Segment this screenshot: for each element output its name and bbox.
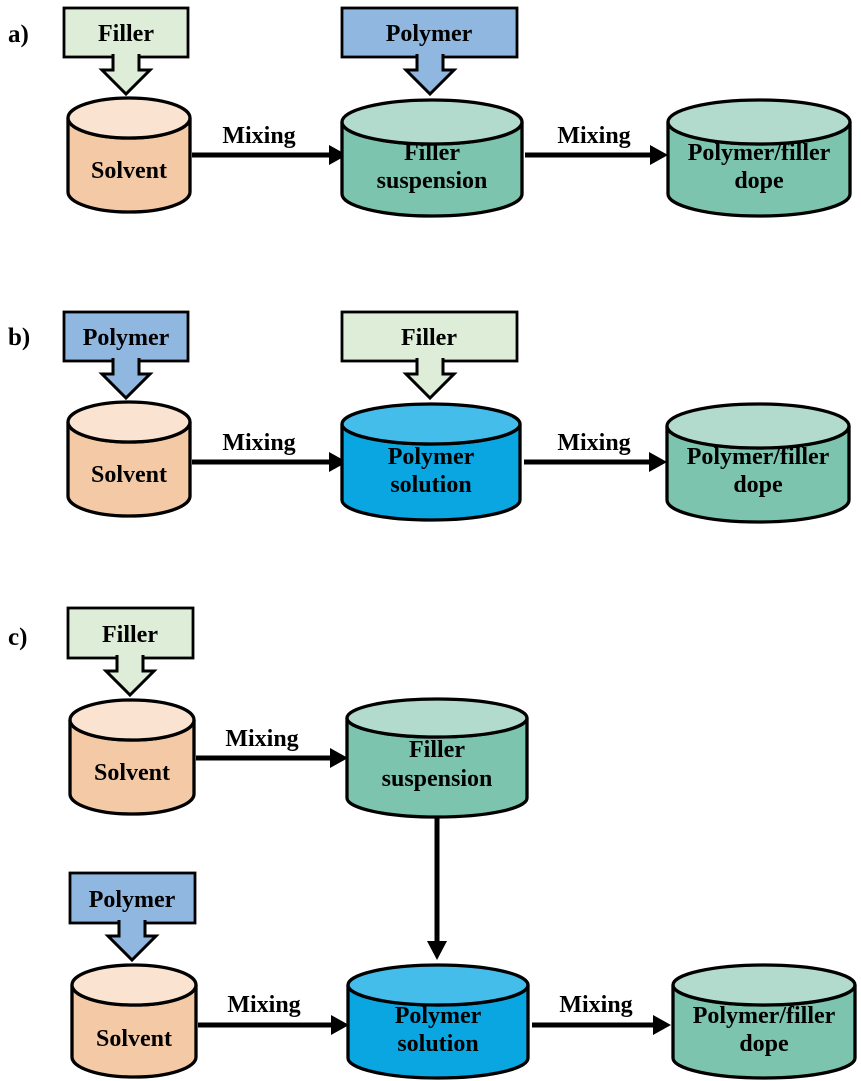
mixing-arrow-head-icon <box>650 145 668 165</box>
polymer-input-box <box>68 871 197 925</box>
polymer-solution-label-line2: solution <box>397 1031 478 1057</box>
dope-label-line2: dope <box>739 1031 789 1057</box>
solvent-label: Solvent <box>96 1026 172 1052</box>
solvent-cylinder-top <box>70 963 198 1007</box>
mixing-label: Mixing <box>222 430 295 456</box>
filler-suspension-label-line2: suspension <box>377 168 488 194</box>
filler-suspension-label-line2: suspension <box>382 766 493 792</box>
panel-b-label: b) <box>8 324 30 351</box>
polymer-solution-label-line1: Polymer <box>388 444 475 470</box>
polymer-box-label: Polymer <box>386 21 473 47</box>
mixing-label: Mixing <box>227 992 300 1018</box>
mixing-arrow-head-icon <box>329 452 347 472</box>
filler-feed-arrow-icon <box>98 54 154 97</box>
dope-label-line1: Polymer/filler <box>687 444 830 470</box>
solvent-label: Solvent <box>91 462 167 488</box>
filler-feed-arrow-icon <box>402 358 458 401</box>
polymer-input-box <box>62 310 190 363</box>
polymer-feed-arrow-icon <box>98 358 154 401</box>
filler-feed-arrow-icon <box>102 655 158 698</box>
mixing-arrow-head-icon <box>330 748 348 768</box>
transfer-arrow-head-icon <box>427 941 447 960</box>
dope-label-line2: dope <box>733 472 783 498</box>
polymer-solution-cylinder-top <box>346 963 530 1007</box>
mixing-arrow-head-icon <box>331 1015 349 1035</box>
solvent-label: Solvent <box>91 158 167 184</box>
filler-input-box <box>66 606 195 660</box>
mixing-label: Mixing <box>557 123 630 149</box>
filler-suspension-cylinder-top <box>340 98 524 146</box>
filler-box-label: Filler <box>102 622 158 648</box>
panel-b: b) Polymer Solvent Mixing Filler Polymer… <box>8 310 851 524</box>
mixing-label: Mixing <box>559 992 632 1018</box>
mixing-arrow-head-icon <box>653 1015 671 1035</box>
polymer-box-label: Polymer <box>89 887 176 913</box>
polymer-feed-arrow-icon <box>402 54 458 97</box>
panel-a: a) Filler Solvent Mixing Polymer Filler … <box>8 6 852 218</box>
dope-label-line1: Polymer/filler <box>688 140 831 166</box>
polymer-feed-arrow-icon <box>104 920 160 963</box>
filler-suspension-label-line1: Filler <box>409 737 465 763</box>
solvent-cylinder-top <box>66 96 192 140</box>
polymer-solution-label-line2: solution <box>390 472 471 498</box>
dope-cylinder-top <box>666 98 852 146</box>
filler-input-box <box>340 310 519 363</box>
solvent-cylinder-top <box>66 400 192 444</box>
mixing-label: Mixing <box>225 726 298 752</box>
filler-suspension-label-line1: Filler <box>404 140 460 166</box>
mixing-arrow-head-icon <box>329 145 347 165</box>
mixing-label: Mixing <box>557 430 630 456</box>
dope-cylinder-top <box>671 963 857 1007</box>
dope-label-line2: dope <box>734 168 784 194</box>
panel-c-label: c) <box>8 624 27 651</box>
solvent-label: Solvent <box>94 760 170 786</box>
panel-c: c) Filler Solvent Mixing Filler suspensi… <box>8 606 857 1080</box>
polymer-solution-cylinder-top <box>340 402 522 446</box>
polymer-input-box <box>340 6 519 59</box>
dope-cylinder-top <box>665 402 851 450</box>
filler-suspension-cylinder-top <box>345 697 529 739</box>
polymer-solution-label-line1: Polymer <box>395 1003 482 1029</box>
dope-label-line1: Polymer/filler <box>693 1003 836 1029</box>
polymer-box-label: Polymer <box>83 325 170 351</box>
panel-a-label: a) <box>8 21 29 48</box>
filler-box-label: Filler <box>98 21 154 47</box>
mixing-arrow-head-icon <box>649 452 667 472</box>
filler-box-label: Filler <box>401 325 457 351</box>
mixing-label: Mixing <box>222 123 295 149</box>
solvent-cylinder-top <box>68 698 196 742</box>
